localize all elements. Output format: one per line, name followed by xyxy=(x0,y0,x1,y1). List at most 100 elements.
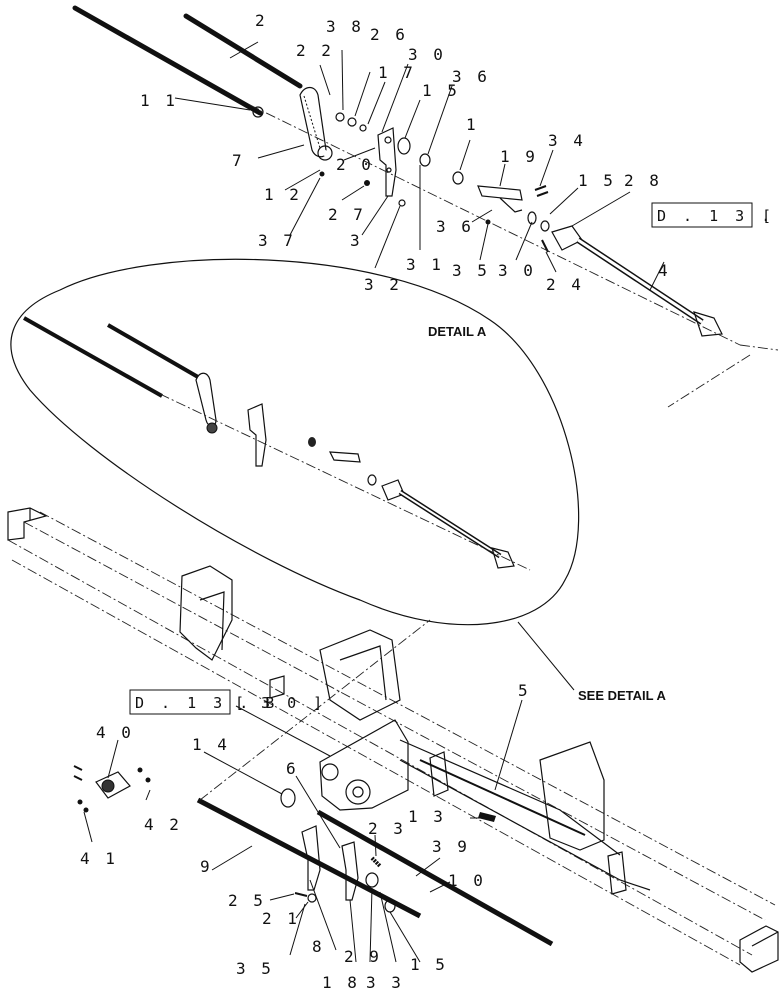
callout-15b: 1 5 xyxy=(578,171,616,190)
nut-42a xyxy=(137,767,143,773)
shaft-9 xyxy=(196,797,422,919)
nut-1 xyxy=(452,171,464,185)
ball-32 xyxy=(398,199,406,207)
collar-36 xyxy=(419,153,431,167)
bracket-right-b xyxy=(429,751,449,797)
ref-mid-text: D . 1 3 . B xyxy=(135,694,278,712)
callout-41: 4 1 xyxy=(80,849,118,868)
callout-18: 1 8 xyxy=(322,973,360,992)
detail-rod-11 xyxy=(23,316,163,398)
nut-11-end xyxy=(252,106,264,118)
callout-9: 9 xyxy=(200,857,213,876)
callout-33: 3 3 xyxy=(366,973,404,992)
top-assembly xyxy=(72,5,779,408)
callout-39: 3 9 xyxy=(432,837,470,856)
callout-6: 6 xyxy=(286,759,299,778)
shaft-4-end xyxy=(693,311,723,337)
callout-23: 2 3 xyxy=(368,819,406,838)
detail-a-label: DETAIL A xyxy=(428,324,487,339)
bracket-18 xyxy=(341,841,359,901)
coupler-28 xyxy=(551,225,583,251)
callout-14: 1 4 xyxy=(192,735,230,754)
ref-box-top[interactable]: D . 1 3 . B [ xyxy=(651,202,784,228)
callout-40: 4 0 xyxy=(96,723,134,742)
callout-8: 8 xyxy=(312,937,325,956)
detail-rod-2 xyxy=(106,323,200,379)
lower-assembly xyxy=(73,619,575,963)
sensor-13 xyxy=(478,812,496,822)
ref-mid-tail: [ 3 0 ] xyxy=(235,694,326,712)
bracket-right-a xyxy=(607,851,627,895)
callout-28: 2 8 xyxy=(624,171,662,190)
callout-35b: 3 5 xyxy=(236,959,274,978)
ball-27 xyxy=(364,180,370,186)
chassis-right xyxy=(539,741,605,851)
callout-29: 2 9 xyxy=(344,947,382,966)
screw-34a xyxy=(534,185,547,191)
callout-20: 2 0 xyxy=(336,155,374,174)
callout-32: 3 2 xyxy=(364,275,402,294)
detail-a-view: DETAIL A xyxy=(10,258,580,626)
callout-42: 4 2 xyxy=(144,815,182,834)
bracket-3 xyxy=(377,127,397,197)
callout-15a: 1 5 xyxy=(422,81,460,100)
washer-15b xyxy=(527,211,537,225)
bearing-40 xyxy=(95,771,131,799)
main-frame xyxy=(7,507,779,973)
callout-37: 3 7 xyxy=(258,231,296,250)
callout-12: 1 2 xyxy=(264,185,302,204)
washer-26 xyxy=(347,117,357,127)
bearing-14 xyxy=(280,788,296,808)
callout-22: 2 2 xyxy=(296,41,334,60)
chassis-mid xyxy=(319,629,401,721)
detail-chain xyxy=(195,372,217,427)
washer-21 xyxy=(307,893,317,903)
detail-plate xyxy=(328,451,361,463)
callout-24: 2 4 xyxy=(546,275,584,294)
callout-35a: 3 5 xyxy=(452,261,490,280)
ball-37 xyxy=(319,171,325,177)
callout-31: 3 1 xyxy=(406,255,444,274)
callout-30a: 3 0 xyxy=(408,45,446,64)
callout-4: 4 xyxy=(658,261,671,280)
detail-bracket xyxy=(247,403,267,467)
callout-36a: 3 6 xyxy=(452,67,490,86)
callout-30b: 3 0 xyxy=(498,261,536,280)
frame-rail-upper xyxy=(399,739,621,856)
callout-17: 1 7 xyxy=(378,63,416,82)
detail-coupler xyxy=(381,479,405,501)
detail-a-outline xyxy=(10,258,580,626)
collar-29 xyxy=(365,872,379,888)
bushing-17 xyxy=(359,124,367,132)
gear-housing-hub-b xyxy=(345,779,371,805)
callout-3: 3 xyxy=(350,231,363,250)
washer-38 xyxy=(335,112,345,122)
callout-1: 1 xyxy=(466,115,479,134)
screw-25 xyxy=(294,892,308,897)
nut-41b xyxy=(83,807,89,813)
callout-38: 3 8 xyxy=(326,17,364,36)
washer-15c xyxy=(540,220,550,232)
ref-top-tail: [ xyxy=(762,207,775,225)
plate-19 xyxy=(477,185,523,201)
shaft-10 xyxy=(316,809,554,947)
callout-21: 2 1 xyxy=(262,909,300,928)
callout-13: 1 3 xyxy=(408,807,446,826)
callout-25: 2 5 xyxy=(228,891,266,910)
sprocket-12 xyxy=(317,145,333,161)
ref-box-mid[interactable]: D . 1 3 . B [ 3 0 ] xyxy=(129,689,326,715)
gear-housing xyxy=(319,719,409,811)
rod-5 xyxy=(419,759,586,836)
callout-5: 5 xyxy=(518,681,531,700)
see-detail-a-label: SEE DETAIL A xyxy=(578,688,666,703)
nut-42b xyxy=(145,777,151,783)
spring-23 xyxy=(370,856,382,868)
chain-7 xyxy=(299,86,327,158)
callout-15c: 1 5 xyxy=(410,955,448,974)
gear-housing-hub-a xyxy=(321,763,339,781)
callout-34: 3 4 xyxy=(548,131,586,150)
bearing-15 xyxy=(397,137,411,155)
callout-layer: 1 1 2 2 2 3 8 2 6 1 7 3 0 1 5 3 6 1 7 2 … xyxy=(80,11,671,992)
callout-19: 1 9 xyxy=(500,147,538,166)
